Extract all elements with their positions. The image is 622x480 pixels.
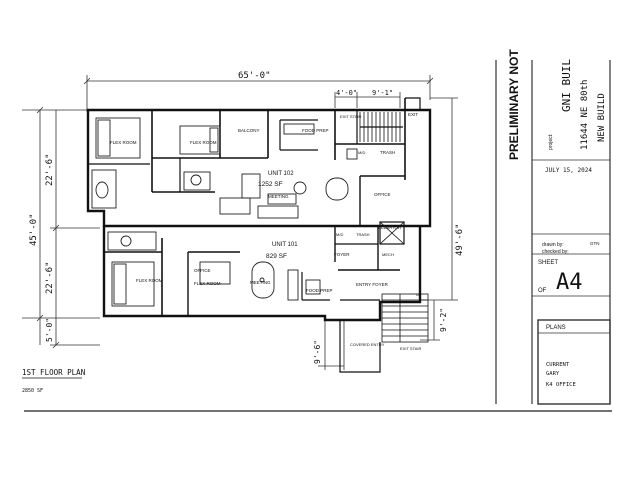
entry-foyer-label: ENTRY FOYER bbox=[356, 282, 389, 287]
dim-top-9: 9'-1" bbox=[372, 89, 393, 97]
flex-room-label-4: FLEX ROOM bbox=[194, 281, 221, 286]
balcony-label: BALCONY bbox=[238, 128, 260, 133]
meeting-low-label: MEETING bbox=[250, 280, 271, 285]
project-label: project: bbox=[548, 134, 554, 150]
office-right-label: OFFICE bbox=[374, 192, 391, 197]
dim-right-lower: 9'-2" bbox=[439, 308, 448, 332]
unit-102-label: UNIT 102 bbox=[268, 171, 294, 177]
dimension-lines bbox=[22, 75, 458, 370]
flex-room-label-3: FLEX ROOM bbox=[136, 278, 163, 283]
flex-room-label-1: FLEX ROOM bbox=[110, 140, 137, 145]
unit-101-area: 829 SF bbox=[266, 253, 287, 260]
project-build: NEW BUILD bbox=[597, 93, 607, 142]
dim-left-overall: 45'-0" bbox=[29, 213, 39, 246]
preliminary-stamp: PRELIMINARY NOT bbox=[507, 49, 521, 160]
covered-entry-label: COVERED ENTRY bbox=[350, 342, 385, 347]
food-prep-top-label: FOOD PREP bbox=[302, 128, 329, 133]
trash-top-label: TRASH bbox=[380, 150, 395, 155]
dim-left-upper: 22'-6" bbox=[45, 153, 55, 186]
project-name: GNI BUIL bbox=[560, 59, 573, 112]
dim-left-bottom: 5'-0" bbox=[45, 318, 54, 342]
checked-by-label: checked by: bbox=[542, 249, 569, 255]
food-prep-low-label: FOOD PREP bbox=[306, 288, 333, 293]
office-low-label: OFFICE bbox=[194, 268, 211, 273]
current-label: CURRENT bbox=[546, 362, 570, 368]
plan-area: 2850 SF bbox=[22, 388, 43, 394]
plans-label: PLANS bbox=[546, 325, 566, 331]
exit-top-label: EXIT bbox=[408, 112, 418, 117]
plan-title: 1ST FLOOR PLAN bbox=[22, 368, 85, 377]
project-address: 11644 NE 80th bbox=[580, 80, 590, 150]
dim-top-4: 4'-0" bbox=[336, 89, 357, 97]
of-label: OF bbox=[538, 288, 547, 294]
title-block bbox=[495, 60, 611, 405]
drawn-initials: GTN bbox=[590, 241, 600, 246]
k4-office-label: K4 OFFICE bbox=[546, 382, 576, 388]
exit-stair-low-label: EXIT STAIR bbox=[400, 346, 422, 351]
elevator-label: ELEVATOR bbox=[378, 225, 402, 230]
dim-right-overall: 49'-6" bbox=[455, 223, 465, 256]
sheet-label: SHEET bbox=[538, 260, 558, 266]
dim-bottom-left: 9'-6" bbox=[313, 340, 322, 364]
trash-mid-label: TRASH bbox=[356, 232, 370, 237]
flex-room-label-2: FLEX ROOM bbox=[190, 140, 217, 145]
unit-102-area: 1252 SF bbox=[258, 181, 283, 188]
foyer-label: FOYER bbox=[334, 252, 350, 257]
md-mid-label: M/D bbox=[336, 232, 343, 237]
unit-101-label: UNIT 101 bbox=[272, 242, 298, 248]
up-label: UP bbox=[416, 292, 422, 297]
dim-top-overall: 65'-0" bbox=[238, 71, 271, 81]
md-top-label: M/D bbox=[358, 150, 365, 155]
furniture bbox=[91, 117, 358, 307]
floor-plan bbox=[86, 97, 432, 373]
sheet-number: A4 bbox=[556, 270, 583, 295]
mech-label: MECH bbox=[382, 252, 394, 257]
gary-label: GARY bbox=[546, 371, 560, 377]
dim-left-lower: 22'-6" bbox=[45, 261, 55, 294]
meeting-top-label: MEETING bbox=[268, 194, 289, 199]
date-text: JULY 15, 2024 bbox=[545, 167, 592, 174]
exit-stair-top-label: EXIT STAIR bbox=[340, 114, 362, 119]
drawn-by-label: drawn by: bbox=[542, 242, 564, 248]
